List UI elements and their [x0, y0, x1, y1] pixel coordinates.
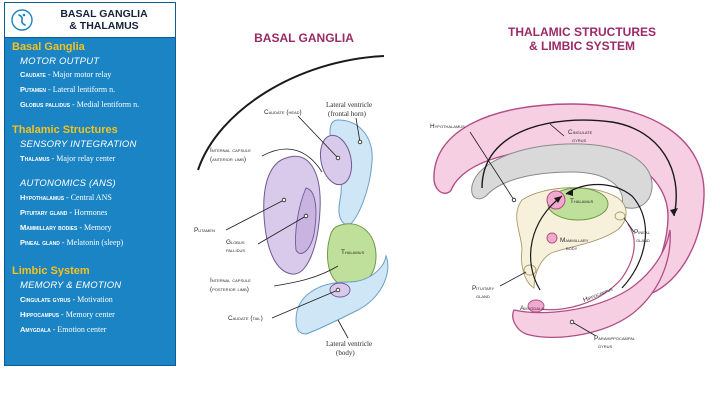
- hippocampus: [531, 223, 635, 311]
- label-caudate-head: Caudate (head): [264, 109, 302, 116]
- panel-title: BASAL GANGLIA & THALAMUS: [60, 8, 148, 32]
- label-hypothalamus: Hypothalamus: [430, 123, 465, 130]
- leader-line: [273, 265, 339, 287]
- leader-line: [549, 123, 565, 137]
- pituitary-gland: [523, 264, 537, 276]
- section-subheading: SENSORY INTEGRATION: [20, 139, 137, 150]
- label-globus-pallidus: Globus: [226, 239, 245, 246]
- arrowhead-icon: [566, 189, 573, 196]
- list-item: Mammillary bodies - Memory: [20, 223, 112, 232]
- label-lateral-ventricle-body-sub: (body): [336, 349, 355, 357]
- leader-line: [623, 217, 635, 233]
- parahippocampal-gyrus: [512, 229, 671, 339]
- pineal-gland: [614, 211, 626, 221]
- thalamic-title-line1: THALAMIC STRUCTURES: [508, 25, 656, 39]
- section-subheading: AUTONOMICS (ANS): [20, 178, 116, 189]
- leader-line: [499, 271, 527, 287]
- label-pineal-gland: Pineal: [634, 229, 651, 236]
- corpus-callosum: [471, 143, 653, 209]
- leader-dot: [511, 197, 517, 203]
- label-mammillary-body: Mammillary: [560, 237, 589, 244]
- list-item: Thalamus - Major relay center: [20, 154, 116, 163]
- panel-header: BASAL GANGLIA & THALAMUS: [5, 3, 175, 38]
- label-internal-capsule-posterior: Internal capsule: [210, 277, 251, 284]
- label-putamen: Putamen: [194, 227, 215, 234]
- arrowhead-icon: [554, 196, 562, 203]
- section-heading: Thalamic Structures: [12, 124, 118, 136]
- label-thalamus: Thalamus: [570, 198, 594, 205]
- list-item: Globus pallidus - Medial lentiform n.: [20, 100, 140, 109]
- amygdala: [527, 299, 545, 313]
- list-item: Pineal gland - Melatonin (sleep): [20, 238, 124, 247]
- section-heading: Limbic System: [12, 265, 90, 277]
- mammillary-body: [546, 232, 558, 244]
- leader-line: [271, 289, 339, 319]
- basal-ganglia-title: BASAL GANGLIA: [254, 31, 354, 45]
- label-globus-pallidus-sub: pallidus: [226, 247, 245, 254]
- label-lateral-ventricle-frontal-sub: (frontal horn): [328, 110, 367, 118]
- list-item: Hypothalamus - Central ANS: [20, 193, 112, 202]
- label-lateral-ventricle-body: Lateral ventricle: [326, 340, 372, 348]
- label-cingulate-gyrus: Cingulate: [568, 129, 593, 136]
- summary-panel: BASAL GANGLIA & THALAMUS Basal Ganglia M…: [4, 2, 176, 366]
- leader-dot: [357, 139, 363, 145]
- label-mammillary-body-sub: body: [566, 245, 578, 252]
- leader-line: [337, 319, 349, 339]
- label-internal-capsule-anterior-sub: (anterior limb): [210, 156, 246, 163]
- label-cingulate-gyrus-sub: gyrus: [572, 137, 587, 144]
- label-thalamus: Thalamus: [341, 249, 365, 256]
- leader-line: [297, 115, 339, 159]
- section-subheading: MEMORY & EMOTION: [20, 280, 122, 291]
- label-caudate-tail: Caudate (tail): [228, 315, 263, 322]
- leader-dot: [569, 319, 575, 325]
- label-lateral-ventricle-frontal: Lateral ventricle: [326, 101, 372, 109]
- leader-line: [571, 321, 597, 337]
- leader-line: [257, 215, 307, 245]
- arrowhead-icon: [670, 208, 678, 216]
- leader-dot: [335, 287, 341, 293]
- label-pituitary-gland-sub: gland: [476, 293, 490, 300]
- circuit-arrow: [529, 195, 563, 291]
- thalamic-limbic-diagram: THALAMIC STRUCTURES & LIMBIC SYSTEM Hypo…: [430, 25, 705, 350]
- list-item: Cingulate gyrus - Motivation: [20, 295, 113, 304]
- basal-ganglia-diagram: BASAL GANGLIA Caudate (head) Lateral ven…: [194, 31, 389, 357]
- leader-dot: [281, 197, 287, 203]
- list-item: Pituitary gland - Hormones: [20, 208, 108, 217]
- thalamic-title-line2: & LIMBIC SYSTEM: [529, 39, 635, 53]
- section-subheading: MOTOR OUTPUT: [20, 56, 100, 67]
- logo-icon: [11, 9, 33, 31]
- globus-pallidus: [295, 187, 317, 254]
- label-parahippocampal-gyrus-sub: gyrus: [598, 343, 613, 350]
- section-heading: Basal Ganglia: [12, 41, 85, 53]
- list-item: Caudate - Major motor relay: [20, 70, 112, 79]
- circuit-arrow: [565, 184, 646, 289]
- leader-line: [355, 117, 361, 143]
- label-pineal-gland-sub: gland: [636, 237, 650, 244]
- label-amygdala: Amygdala: [520, 305, 544, 312]
- label-parahippocampal-gyrus: Parahippocampal: [594, 335, 636, 342]
- list-item: Hippocampus - Memory center: [20, 310, 115, 319]
- leader-line: [261, 148, 323, 173]
- label-pituitary-gland: Pituitary: [472, 285, 494, 292]
- list-item: Putamen - Lateral lentiform n.: [20, 85, 116, 94]
- leader-line: [469, 131, 515, 201]
- list-item: Amygdala - Emotion center: [20, 325, 107, 334]
- circuit-arrow: [481, 119, 677, 217]
- label-internal-capsule-posterior-sub: (posterior limb): [210, 286, 249, 293]
- leader-dot: [303, 213, 309, 219]
- label-internal-capsule-anterior: Internal capsule: [210, 147, 251, 154]
- leader-dot: [335, 155, 341, 161]
- cortex-outline: [197, 55, 385, 171]
- leader-line: [225, 199, 285, 231]
